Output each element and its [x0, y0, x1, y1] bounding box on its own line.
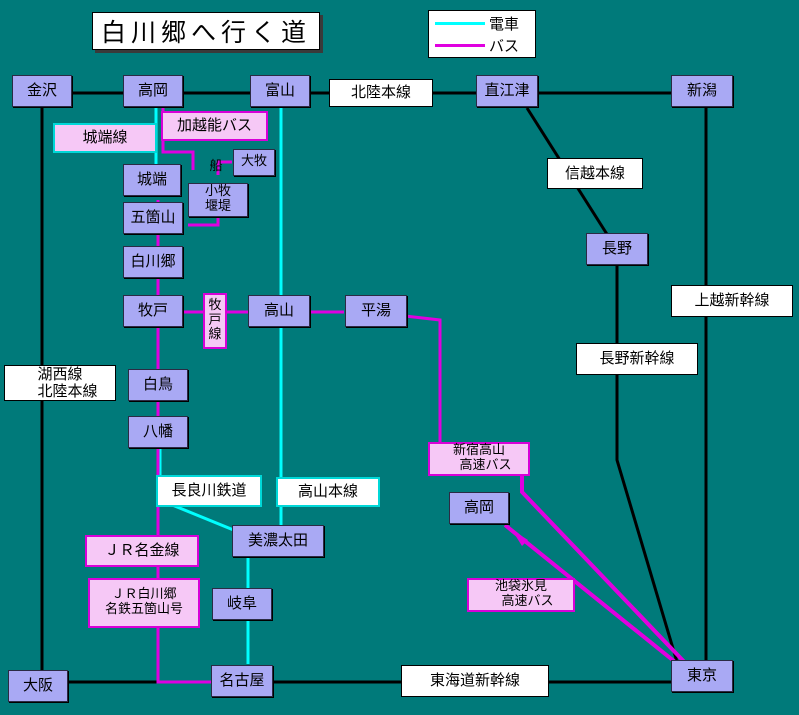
legend-bus: バス — [435, 35, 531, 55]
station-makido[interactable]: 牧戸 — [123, 295, 183, 327]
station-shirakawago[interactable]: 白川郷 — [123, 246, 183, 278]
label-kosei-line: 湖西線 北陸本線 — [4, 365, 116, 401]
station-hachiman[interactable]: 八幡 — [128, 416, 188, 448]
station-takaoka[interactable]: 高岡 — [123, 75, 183, 107]
label-nagaragawa-railway: 長良川鉄道 — [156, 475, 262, 507]
label-kaetsuno-bus: 加越能バス — [161, 111, 268, 141]
station-naoetsu[interactable]: 直江津 — [476, 75, 538, 107]
station-niigata[interactable]: 新潟 — [671, 75, 733, 107]
label-johana-line: 城端線 — [53, 123, 157, 153]
station-nagano[interactable]: 長野 — [586, 233, 648, 265]
label-takayama-line: 高山本線 — [276, 477, 380, 507]
label-nagano-shinkansen: 長野新幹線 — [576, 343, 698, 375]
page-title: 白川郷へ行く道 — [92, 12, 320, 50]
legend-train: 電車 — [435, 13, 531, 33]
legend: 電車 バス — [428, 10, 536, 58]
label-jr-shirakawago-bus: ＪＲ白川郷 名鉄五箇山号 — [88, 578, 200, 628]
label-hokuriku-line: 北陸本線 — [329, 79, 433, 107]
station-gokayama[interactable]: 五箇山 — [123, 202, 183, 234]
gokayama-bus-route — [156, 200, 215, 684]
label-shinetsu-line: 信越本線 — [547, 158, 643, 189]
station-kanazawa[interactable]: 金沢 — [12, 75, 72, 107]
station-tokyo[interactable]: 東京 — [671, 660, 733, 692]
station-toyama[interactable]: 富山 — [250, 75, 310, 107]
station-komaki-dam[interactable]: 小牧 堰堤 — [188, 183, 248, 217]
station-johana[interactable]: 城端 — [123, 164, 181, 196]
station-hirayu[interactable]: 平湯 — [345, 295, 407, 327]
station-nagoya[interactable]: 名古屋 — [211, 665, 273, 697]
bus-swatch — [435, 44, 485, 47]
train-swatch — [435, 22, 485, 25]
label-ikebukuro-bus: 池袋氷見 高速バス — [467, 578, 575, 612]
hirayu-to-shinjuku — [404, 314, 442, 445]
bus-arrow-icon — [512, 530, 528, 546]
station-omaki[interactable]: 大牧 — [233, 149, 275, 176]
shinjuku-to-tokyo — [520, 475, 694, 672]
station-gifu[interactable]: 岐阜 — [212, 588, 272, 620]
nagano-shinkansen — [615, 250, 682, 673]
label-jr-meikin-line: ＪＲ名金線 — [85, 535, 199, 567]
station-osaka[interactable]: 大阪 — [8, 670, 68, 702]
legend-train-label: 電車 — [489, 15, 520, 33]
station-shirotori[interactable]: 白鳥 — [128, 369, 188, 401]
label-shinjuku-bus: 新宿高山 高速バス — [428, 442, 530, 476]
takaoka-to-tokyo — [503, 523, 692, 676]
label-makido-line: 牧 戸 線 — [203, 293, 227, 349]
funa-link — [216, 160, 232, 175]
legend-bus-label: バス — [489, 37, 520, 55]
station-takayama[interactable]: 高山 — [248, 295, 310, 327]
label-funa: 船 — [209, 158, 223, 174]
station-takaoka-bus[interactable]: 高岡 — [449, 492, 509, 524]
label-tokaido-shinkansen: 東海道新幹線 — [401, 665, 549, 697]
station-minoota[interactable]: 美濃太田 — [232, 525, 324, 557]
label-joetsu-shinkansen: 上越新幹線 — [671, 285, 793, 317]
